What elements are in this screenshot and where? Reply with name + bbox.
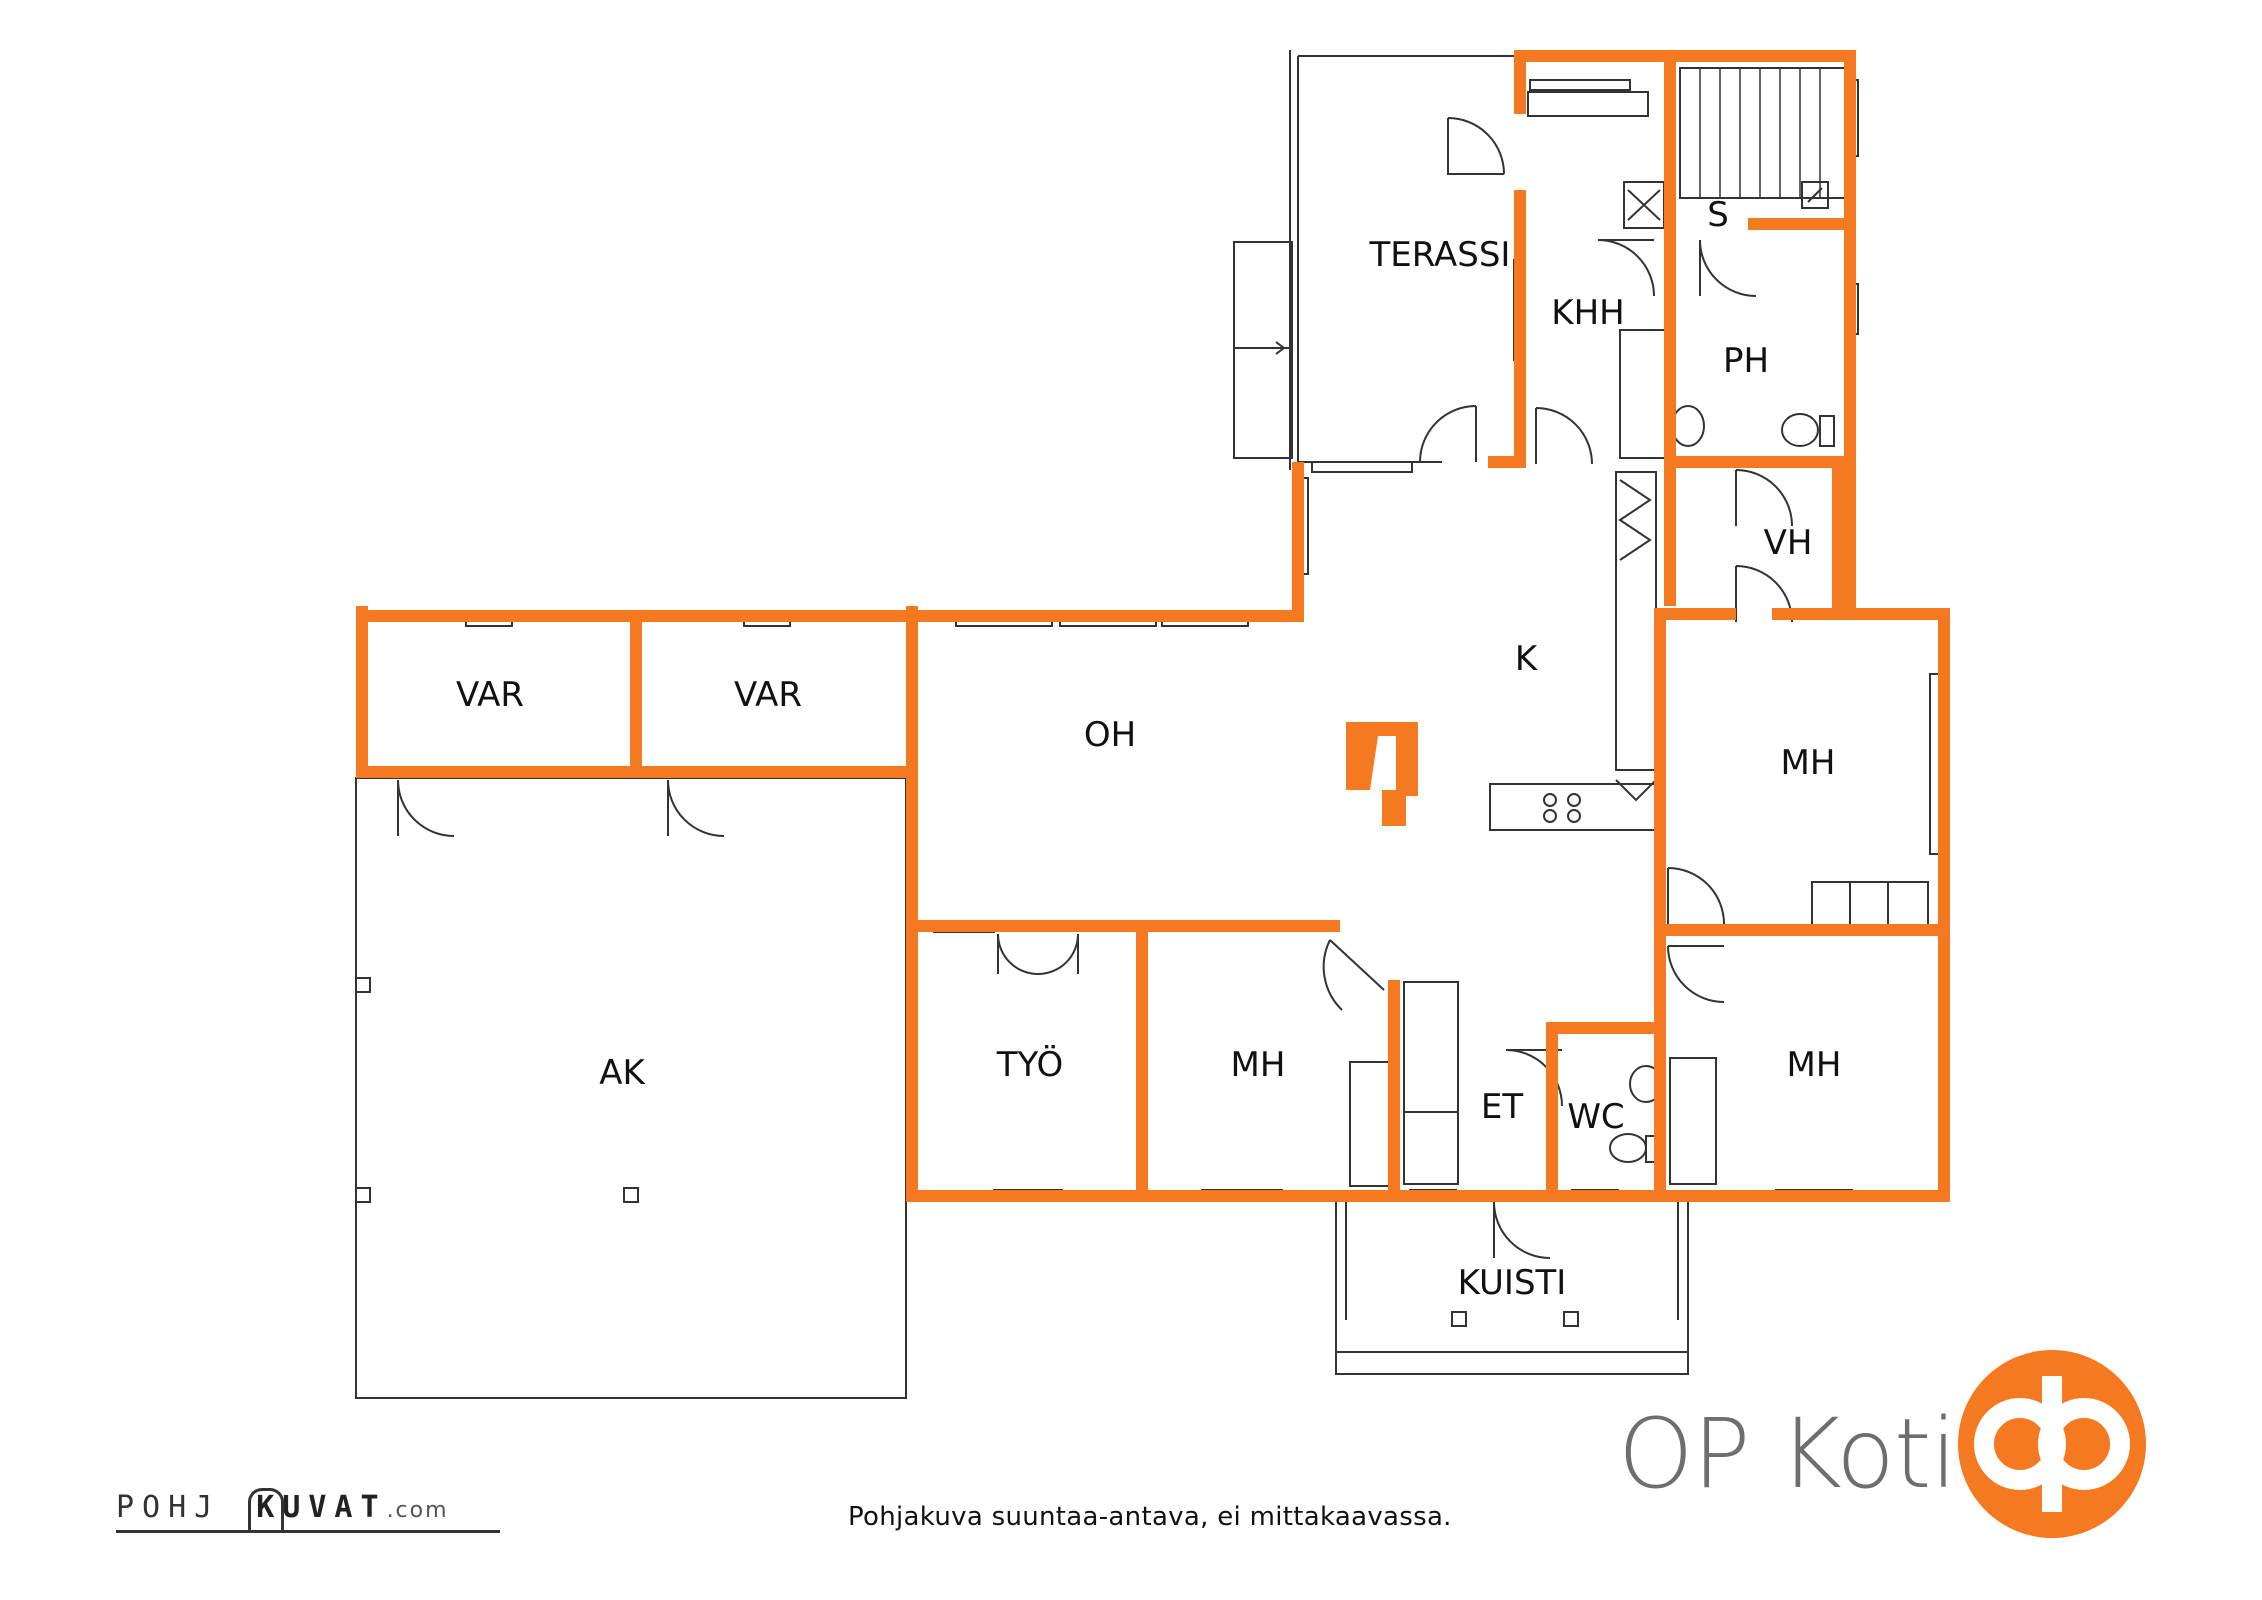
watermark-part1: POHJ [116, 1490, 221, 1525]
brand-name: OP Koti [1618, 1398, 1957, 1510]
caption: Pohjakuva suuntaa-antava, ei mittakaavas… [848, 1502, 1452, 1532]
fireplace [1346, 722, 1418, 826]
watermark-suffix: .com [386, 1498, 449, 1523]
room-label-vh: VH [1764, 523, 1813, 563]
room-label-terassi: TERASSI [1369, 235, 1511, 275]
kitchen-counter [1615, 471, 1657, 771]
room-label-ph: PH [1723, 341, 1769, 381]
room-label-k: K [1515, 639, 1539, 679]
watermark-hump [248, 1488, 284, 1533]
room-label-mh-middle: MH [1231, 1045, 1286, 1085]
room-label-mh-east-lower: MH [1787, 1045, 1842, 1085]
op-logo [1958, 1350, 2146, 1538]
room-label-wc: WC [1567, 1097, 1624, 1137]
watermark-underline [116, 1530, 500, 1533]
structural-walls [356, 50, 1950, 1202]
room-label-s: S [1707, 195, 1729, 235]
room-label-ak: AK [599, 1053, 646, 1093]
sauna-bench [1679, 67, 1851, 199]
room-label-mh-east-upper: MH [1781, 743, 1836, 783]
room-label-et: ET [1481, 1087, 1523, 1127]
room-label-var-1: VAR [456, 675, 524, 715]
terrace-bench [1233, 241, 1293, 459]
room-label-kuisti: KUISTI [1458, 1263, 1567, 1303]
room-label-var-2: VAR [734, 675, 802, 715]
room-label-khh: KHH [1551, 293, 1624, 333]
room-label-oh: OH [1084, 715, 1136, 755]
room-label-tyo: TYÖ [996, 1044, 1063, 1085]
